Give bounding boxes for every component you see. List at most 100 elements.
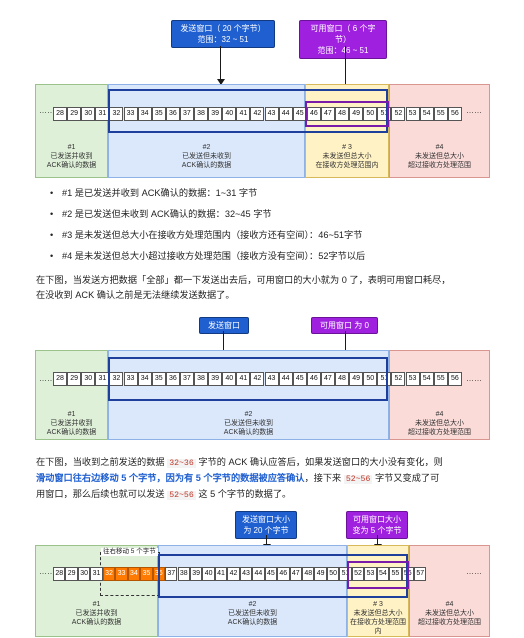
available-window-callout: 可用窗口（ 6 个字节） 范围：46 ~ 51: [299, 20, 387, 59]
byte-cell-49: 49: [314, 567, 327, 581]
byte-cell-54: 54: [419, 372, 434, 386]
byte-cell-31: 31: [95, 107, 110, 121]
byte-cell-29: 29: [65, 567, 78, 581]
byte-cell-38: 38: [194, 107, 209, 121]
region-1-label: #1 已发送并收到 ACK确认的数据: [46, 144, 97, 169]
bullet-list: #1 是已发送并收到 ACK确认的数据：1~31 字节 #2 是已发送但未收到 …: [50, 187, 365, 271]
byte-cell-31: 31: [90, 567, 103, 581]
byte-cell-38: 38: [194, 372, 209, 386]
ellipsis-left: ……: [39, 567, 55, 576]
byte-cell-37: 37: [179, 107, 194, 121]
byte-cell-36: 36: [165, 107, 180, 121]
byte-cell-52: 52: [391, 372, 406, 386]
byte-cell-37: 37: [179, 372, 194, 386]
byte-cell-30: 30: [81, 107, 96, 121]
paragraph-1: 在下图，当发送方把数据「全部」都一下发送出去后，可用窗口的大小就为 0 了，表明…: [36, 273, 492, 303]
byte-cell-55: 55: [433, 372, 448, 386]
byte-cell-47: 47: [289, 567, 302, 581]
region-3-label: # 3 未发送但总大小 在接收方处理范围内: [350, 601, 406, 635]
byte-cell-53: 53: [405, 372, 420, 386]
paragraph-1-line-2: 在没收到 ACK 确认之前是无法继续发送数据了。: [36, 290, 235, 300]
ellipsis-left: ……: [39, 374, 55, 383]
byte-cell-33: 33: [115, 567, 128, 581]
byte-cell-32: 32: [102, 567, 116, 581]
byte-cell-28: 28: [53, 567, 66, 581]
text: 字节的 ACK 确认应答后，如果发送窗口的大小没有变化，则: [198, 457, 443, 467]
byte-cell-36: 36: [165, 372, 180, 386]
byte-cell-39: 39: [208, 107, 223, 121]
region-not-usable: [389, 84, 490, 178]
bullet-item: #2 是已发送但未收到 ACK确认的数据：32~45 字节: [50, 208, 365, 221]
text: 在下图，当收到之前发送的数据: [36, 457, 165, 467]
available-window-callout: 可用窗口大小 变为 5 个字节: [346, 511, 408, 539]
inline-code: 52~56: [167, 491, 196, 500]
region-usable: [347, 545, 409, 637]
byte-cell-45: 45: [292, 372, 307, 386]
byte-cell-42: 42: [250, 372, 265, 386]
byte-cell-50: 50: [363, 372, 378, 386]
ellipsis-left: ……: [39, 106, 55, 115]
byte-cell-54: 54: [419, 107, 434, 121]
region-sent-acked: [35, 545, 158, 637]
available-window-box: [347, 561, 409, 589]
bullet-item: #1 是已发送并收到 ACK确认的数据：1~31 字节: [50, 187, 365, 200]
text: ，接下来: [304, 473, 342, 483]
byte-cell-53: 53: [364, 567, 377, 581]
byte-cell-40: 40: [222, 372, 237, 386]
byte-cell-41: 41: [214, 567, 228, 581]
send-window-box: [108, 357, 388, 401]
inline-code: 52~56: [343, 475, 373, 484]
byte-cell-44: 44: [252, 567, 265, 581]
byte-cell-30: 30: [81, 372, 96, 386]
region-not-usable: [389, 350, 490, 440]
bullet-item: #4 是未发送但总大小超过接收方处理范围（接收方没有空间）：52字节以后: [50, 250, 365, 263]
send-window-callout: 发送窗口（ 20 个字节） 范围：32 ~ 51: [171, 20, 275, 48]
byte-cell-47: 47: [320, 107, 335, 121]
byte-cell-48: 48: [335, 107, 350, 121]
figure-1: 发送窗口（ 20 个字节） 范围：32 ~ 51 可用窗口（ 6 个字节） 范围…: [0, 0, 524, 178]
byte-cell-44: 44: [278, 372, 293, 386]
byte-cell-46: 46: [306, 372, 321, 386]
byte-cell-41: 41: [236, 372, 251, 386]
available-window-box: [305, 101, 389, 127]
byte-cell-34: 34: [137, 372, 152, 386]
byte-cell-46: 46: [306, 107, 321, 121]
byte-cell-43: 43: [264, 372, 279, 386]
byte-cell-35: 35: [151, 107, 166, 121]
byte-cell-42: 42: [227, 567, 240, 581]
region-sent-acked: [35, 350, 108, 440]
byte-cell-56: 56: [447, 372, 462, 386]
region-4-label: #4 未发送但总大小 超过接收方处理范围: [408, 411, 471, 436]
bullet-item: #3 是未发送但总大小在接收方处理范围内（接收方还有空间）：46~51字节: [50, 229, 365, 242]
region-1-label: #1 已发送并收到 ACK确认的数据: [71, 601, 122, 626]
text: 用窗口，那么后续也就可以发送: [36, 489, 165, 499]
byte-cell-39: 39: [208, 372, 223, 386]
highlighted-text: 滑动窗口往右边移动 5 个字节，因为有 5 个字节的数据被应答确认: [36, 473, 305, 483]
byte-cell-57: 57: [414, 567, 427, 581]
ellipsis-right: ……: [466, 374, 482, 383]
byte-cell-35: 35: [151, 372, 166, 386]
byte-cell-55: 55: [389, 567, 402, 581]
byte-cell-40: 40: [222, 107, 237, 121]
send-window-callout: 发送窗口大小 为 20 个字节: [235, 511, 297, 539]
text: 这 5 个字节的数据了。: [198, 489, 292, 499]
byte-cell-35: 35: [140, 567, 153, 581]
byte-cell-48: 48: [335, 372, 350, 386]
byte-cell-28: 28: [53, 107, 68, 121]
send-window-arrow: [216, 46, 225, 85]
byte-cell-29: 29: [67, 107, 82, 121]
byte-cell-38: 38: [177, 567, 190, 581]
byte-cell-49: 49: [349, 107, 364, 121]
byte-cell-42: 42: [250, 107, 265, 121]
byte-cell-33: 33: [123, 372, 138, 386]
byte-cell-28: 28: [53, 372, 68, 386]
region-1-label: #1 已发送并收到 ACK确认的数据: [46, 411, 97, 436]
byte-cell-41: 41: [236, 107, 251, 121]
region-sent-acked: [35, 84, 108, 178]
byte-cell-39: 39: [189, 567, 203, 581]
byte-cell-44: 44: [278, 107, 293, 121]
paragraph-2-line-1: 在下图，当收到之前发送的数据 32~36 字节的 ACK 确认应答后，如果发送窗…: [36, 455, 492, 471]
